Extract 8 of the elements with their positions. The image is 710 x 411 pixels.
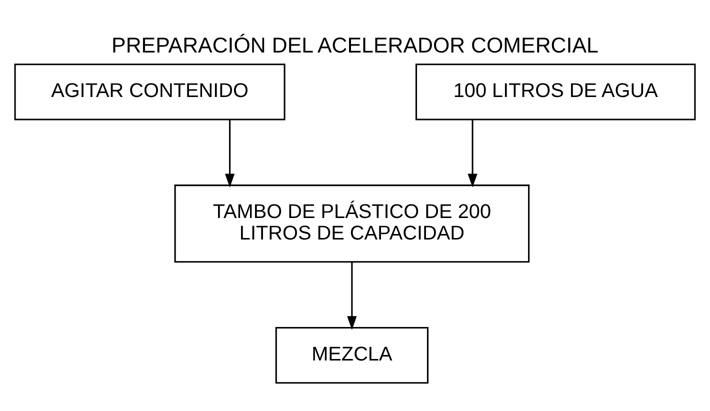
node-box: TAMBO DE PLÁSTICO DE 200 LITROS DE CAPACIDAD [174,184,530,262]
diagram-title: PREPARACIÓN DEL ACELERADOR COMERCIAL [112,32,598,57]
arrow [224,119,235,188]
arrow [347,262,357,330]
node-box: MEZCLA [275,326,428,384]
arrow [468,119,478,188]
node-box: 100 LITROS DE AGUA [416,63,696,120]
node-box: AGITAR CONTENIDO [14,63,286,120]
